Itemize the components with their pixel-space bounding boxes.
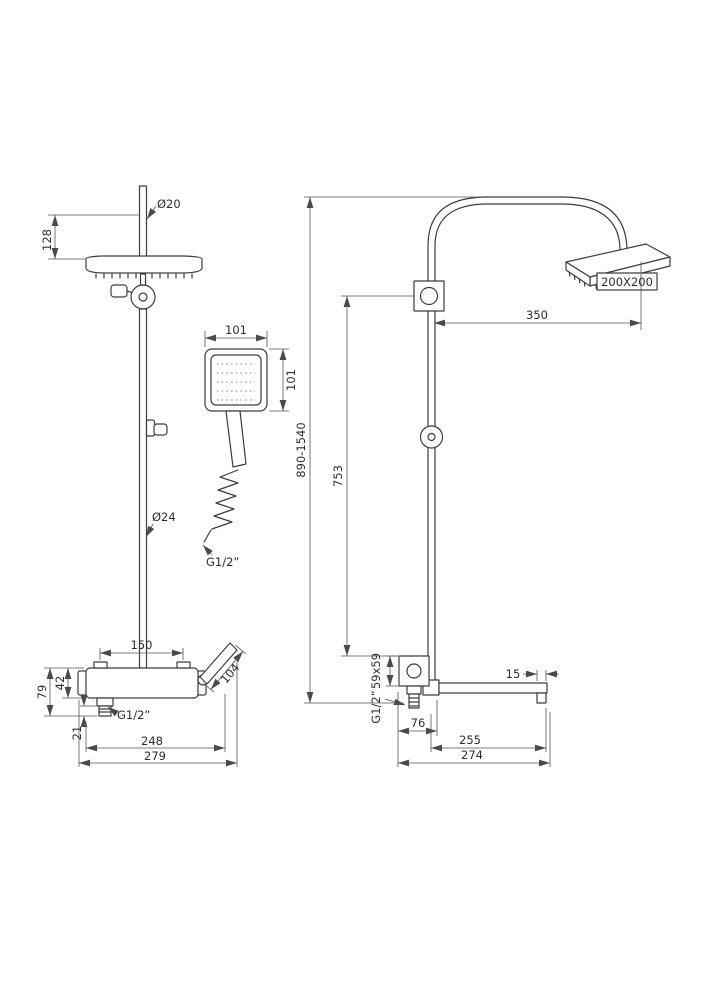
front-dimension-lines: [44, 205, 289, 767]
dim-total-width: 279: [144, 749, 166, 763]
side-head-left: [565, 261, 591, 287]
front-diverter-center: [138, 292, 148, 302]
side-spout-nozzle: [536, 692, 547, 704]
front-hose-coil: [211, 469, 239, 530]
front-outlet: [96, 697, 114, 707]
dim-top-pipe-diameter: Ø20: [157, 197, 181, 211]
side-dimension-lines: [304, 196, 642, 767]
side-inlet-base: [406, 685, 422, 695]
front-riser-assembly: [85, 185, 203, 669]
dim-handset-height: 101: [284, 369, 298, 391]
front-mixer-body: [85, 667, 199, 699]
front-top-pipe: [138, 185, 148, 260]
front-hose-connector: [203, 529, 212, 543]
dim-spout-tip: 15: [506, 667, 521, 681]
side-inlet-thread-lines: [408, 697, 420, 707]
front-mixer-group: [77, 642, 238, 717]
front-handset-face: [210, 354, 262, 406]
front-inlet-right: [176, 661, 191, 669]
front-head-stem: [139, 273, 147, 286]
front-handset-group: [203, 348, 268, 543]
side-spout: [438, 682, 548, 694]
front-handset-handle: [225, 410, 247, 468]
side-pipe-outer: [427, 196, 628, 685]
dim-body-height: 42: [53, 676, 67, 691]
dim-spout-reach: 255: [459, 733, 481, 747]
dim-valve-offset: 76: [411, 716, 426, 730]
side-view: 200X200 350 890-1540 753 59x59 G1/2” 76 …: [294, 196, 671, 767]
dim-body-width: 248: [141, 734, 163, 748]
dim-head-size: 200X200: [601, 275, 653, 289]
dim-total-reach: 274: [461, 748, 483, 762]
dim-outlet-height: 21: [70, 726, 84, 741]
dim-head-reach: 350: [526, 308, 548, 322]
front-diverter-knob: [110, 284, 128, 298]
dim-handset-width: 101: [225, 323, 247, 337]
dim-pole-diameter: Ø24: [152, 510, 176, 524]
side-valve-knob: [406, 663, 422, 679]
front-diverter-body: [130, 284, 156, 310]
dim-valve-thread: G1/2”: [369, 690, 383, 723]
dim-head-height: 128: [40, 229, 54, 251]
front-riser-pole: [138, 308, 148, 669]
front-overhead-nozzles: [95, 273, 193, 279]
dim-body-total-height: 79: [35, 685, 49, 700]
front-inlet-left: [93, 661, 108, 669]
front-slider-knob: [153, 423, 168, 436]
side-dimension-labels: 200X200 350 890-1540 753 59x59 G1/2” 76 …: [294, 275, 653, 762]
front-slider-clamp: [145, 419, 156, 437]
dim-height-range: 890-1540: [294, 422, 308, 477]
side-pipe-inner: [434, 203, 621, 685]
front-handset-nozzle-dots: [217, 363, 255, 401]
side-bracket-knob: [419, 286, 439, 306]
dim-valve-size: 59x59: [369, 653, 383, 689]
front-overhead-shower: [85, 255, 203, 274]
dim-inlet-spacing: 150: [131, 638, 153, 652]
dim-hose-thread: G1/2”: [206, 555, 239, 569]
dim-outlet-thread: G1/2”: [117, 708, 150, 722]
side-head-label-face: [596, 272, 658, 291]
front-view: Ø20 128 101 101 Ø24 G1/2” 150 104 42 79 …: [35, 185, 298, 767]
dim-pole-height: 753: [331, 465, 345, 487]
side-inlet-nipple: [408, 693, 420, 709]
side-slider: [419, 425, 444, 449]
front-dimension-labels: Ø20 128 101 101 Ø24 G1/2” 150 104 42 79 …: [35, 197, 298, 763]
side-slider-center: [427, 432, 436, 442]
side-geometry: [398, 196, 671, 709]
front-handset-head: [204, 348, 268, 412]
